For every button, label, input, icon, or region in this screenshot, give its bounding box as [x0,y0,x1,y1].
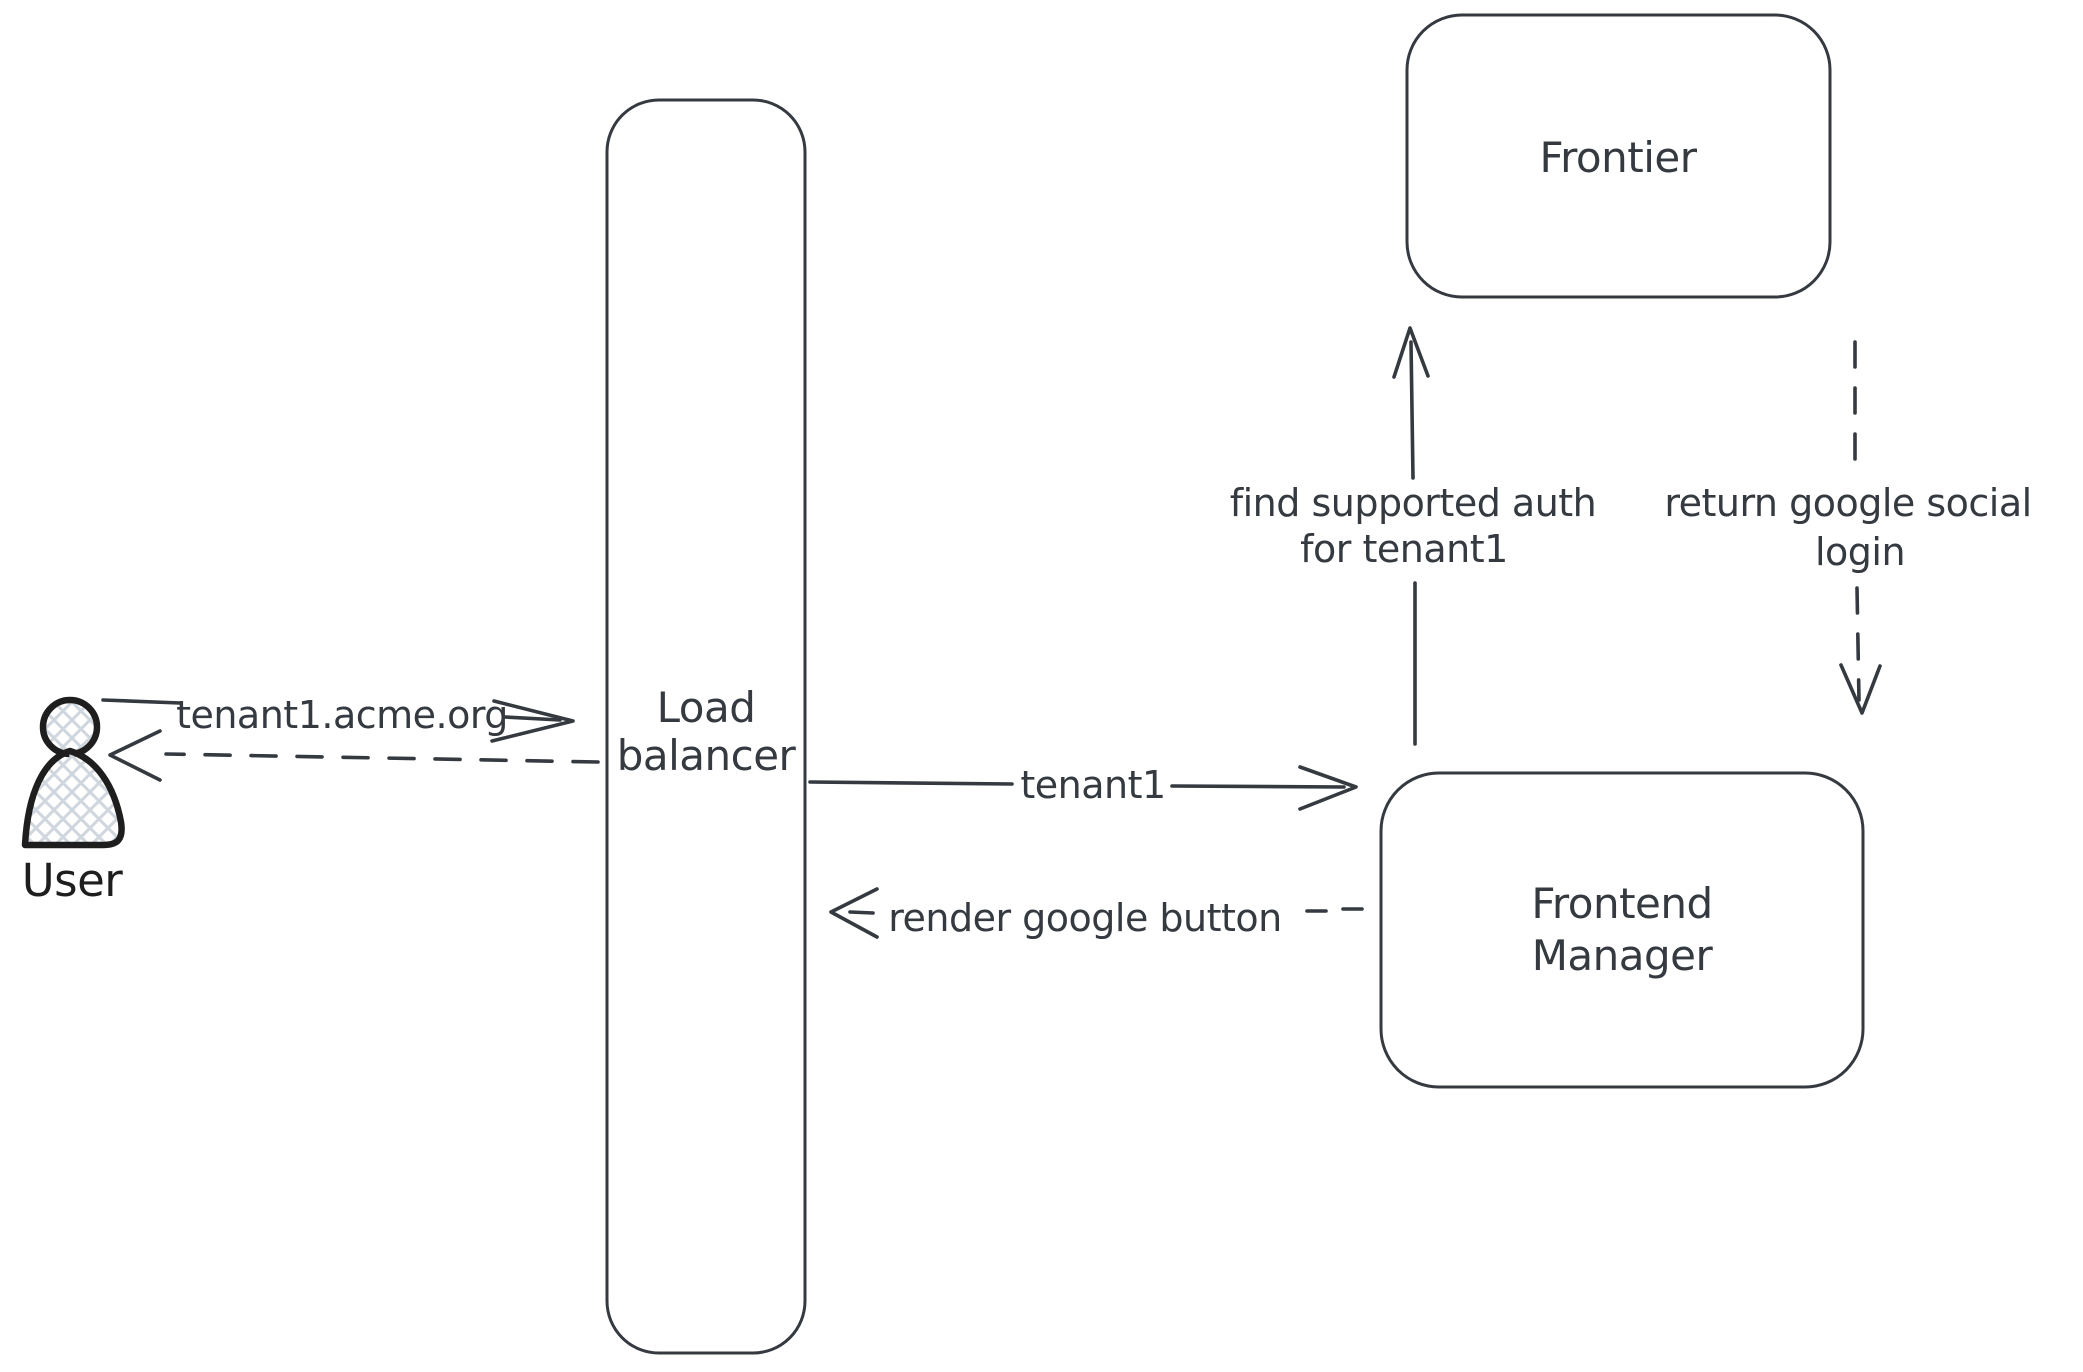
user-label: User [22,854,124,907]
edge-lb-to-fm-label: tenant1 [1020,763,1165,807]
left-arrowhead-icon [829,887,879,939]
edge-frontier-to-fm-label-line2: login [1815,530,1905,574]
edge-fm-to-frontier-label-line2: for tenant1 [1300,527,1508,571]
edge-fm-to-lb-dash-a [848,910,875,915]
user-head [39,696,101,758]
load-balancer-label-line1: Load [657,683,756,732]
edge-frontendmanager-to-loadbalancer: render google button [829,887,1364,940]
edge-fm-to-frontier-line-upper [1409,340,1415,480]
edge-fm-to-lb-label: render google button [888,896,1282,940]
load-balancer-node[interactable]: Load balancer [605,98,807,1355]
user-actor[interactable]: User [21,696,125,907]
edge-fm-to-frontier-label-line1: find supported auth [1230,481,1597,525]
edge-frontier-to-frontendmanager: return google social login [1664,340,2032,715]
edge-loadbalancer-to-frontendmanager: tenant1 [808,763,1358,811]
left-arrowhead-icon [108,729,162,782]
up-arrowhead-icon [1392,326,1430,379]
user-body [21,747,125,849]
edge-user-to-loadbalancer-label: tenant1.acme.org [176,693,508,737]
edge-user-to-loadbalancer-line-right [503,715,562,722]
frontend-manager-label-line1: Frontend [1531,879,1712,928]
edge-loadbalancer-to-user [108,729,600,782]
edge-user-to-loadbalancer-line-left [101,698,182,705]
edge-loadbalancer-to-user-line [164,752,600,764]
edge-lb-to-fm-line-left [808,780,1014,786]
frontend-manager-box [1379,771,1865,1089]
edge-frontier-to-fm-line-lower [1855,586,1861,702]
load-balancer-box [605,98,807,1355]
frontier-box [1405,13,1832,299]
frontend-manager-node[interactable]: Frontend Manager [1379,771,1865,1089]
edge-frontendmanager-to-frontier: find supported auth for tenant1 [1230,326,1597,746]
edge-user-to-loadbalancer: tenant1.acme.org [101,693,575,743]
right-arrowhead-icon [490,699,575,743]
load-balancer-label-line2: balancer [617,731,797,780]
right-arrowhead-icon [1298,765,1358,811]
edge-frontier-to-fm-label-line1: return google social [1664,481,2031,525]
down-arrowhead-icon [1839,663,1882,715]
edge-lb-to-fm-line-right [1170,784,1346,789]
frontier-node[interactable]: Frontier [1405,13,1832,299]
frontend-manager-label-line2: Manager [1532,931,1714,980]
frontier-label: Frontier [1539,133,1697,182]
